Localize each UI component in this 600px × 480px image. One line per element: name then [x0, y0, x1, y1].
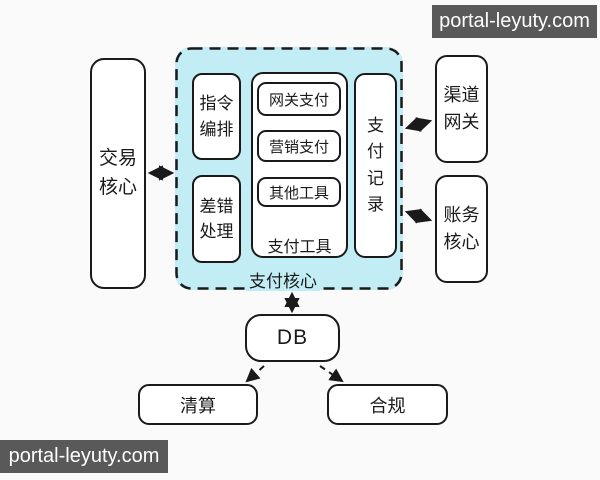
node-gateway-payment: 网关支付: [257, 82, 341, 116]
payment-tools-label: 支付工具: [267, 239, 332, 256]
watermark-bottom: portal-leyuty.com: [0, 440, 168, 473]
arrow-db-compliance: [319, 365, 344, 383]
node-label: 其他工具: [268, 184, 329, 202]
watermark-text: portal-leyuty.com: [439, 10, 590, 32]
node-label: 支付记录: [367, 115, 384, 214]
watermark-text: portal-leyuty.com: [8, 445, 160, 467]
node-instruction-orchestration: 指令编排: [192, 73, 241, 160]
node-other-tools: 其他工具: [257, 177, 341, 207]
node-label: 渠道网关: [443, 85, 480, 132]
node-transaction-core: 交易核心: [90, 58, 146, 289]
arrow-db-clearing: [245, 365, 265, 383]
node-label: 指令编排: [199, 94, 234, 139]
arrow-payment-channel: [404, 116, 433, 133]
node-label: 合规: [369, 395, 406, 416]
node-label: 清算: [180, 395, 216, 416]
node-accounting-core: 账务核心: [435, 175, 488, 283]
node-db: DB: [245, 314, 340, 362]
watermark-top: portal-leyuty.com: [432, 5, 597, 38]
node-channel-gateway: 渠道网关: [435, 55, 488, 163]
node-label: 差错处理: [199, 196, 234, 242]
node-compliance: 合规: [327, 384, 448, 425]
node-payment-records: 支付记录: [354, 73, 397, 258]
node-marketing-payment: 营销支付: [257, 130, 341, 162]
node-label: DB: [276, 326, 309, 349]
node-label: 账务核心: [443, 205, 480, 252]
node-clearing: 清算: [138, 384, 258, 425]
payment-core-label: 支付核心: [246, 268, 320, 291]
node-label: 交易核心: [98, 148, 137, 198]
node-label: 网关支付: [268, 91, 329, 109]
node-label: 营销支付: [268, 138, 329, 156]
node-error-handling: 差错处理: [192, 175, 241, 263]
arrow-payment-accounting: [404, 208, 433, 224]
